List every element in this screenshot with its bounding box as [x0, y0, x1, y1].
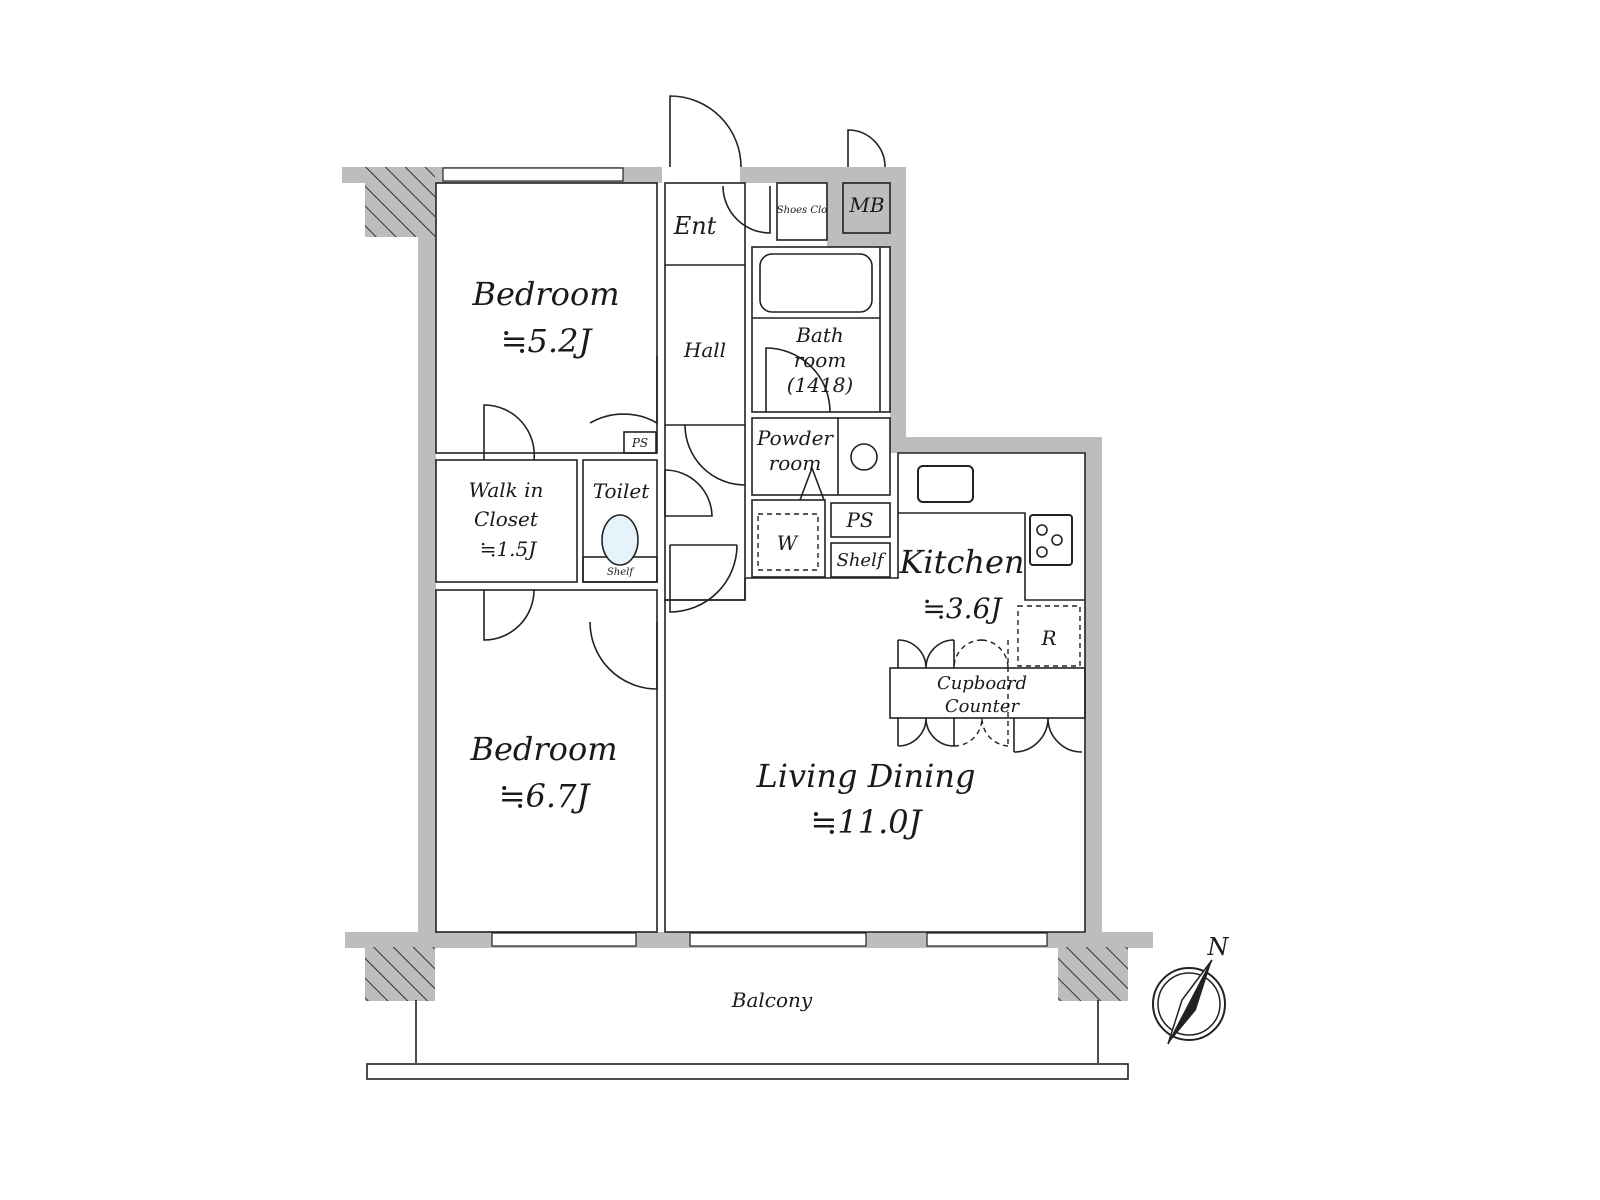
powder-room — [751, 417, 891, 496]
pipe-space-1 — [623, 431, 657, 454]
bedroom-1-area: ≒5.2J — [501, 322, 594, 360]
pipe-space-1-label: PS — [631, 436, 648, 450]
shelf-label: Shelf — [837, 550, 887, 571]
balcony-label: Balcony — [731, 988, 813, 1012]
cupboard-counter — [889, 667, 1086, 719]
balcony — [366, 1000, 1129, 1080]
pipe-space-2 — [830, 502, 891, 538]
hall-label: Hall — [683, 338, 726, 362]
fridge-space — [1017, 605, 1081, 667]
shelf — [830, 542, 891, 578]
living-dining-area: ≒11.0J — [811, 803, 924, 841]
bathtub-icon — [759, 253, 873, 313]
bedroom-2-label: Bedroom — [469, 730, 617, 768]
bedroom-1 — [435, 182, 658, 454]
bath-size: (1418) — [787, 373, 854, 397]
wic-label-2: Closet — [474, 507, 539, 531]
doors — [483, 95, 886, 690]
bath-label-1: Bath — [795, 323, 844, 347]
bath-label-2: room — [794, 348, 847, 372]
kitchen-area: ≒3.6J — [922, 592, 1003, 625]
bedroom-2-area: ≒6.7J — [499, 777, 592, 815]
powder-label-1: Powder — [756, 426, 834, 450]
toilet-shelf-label: Shelf — [607, 567, 635, 578]
toilet-icon — [601, 514, 639, 566]
kitchen-sink-icon — [917, 465, 974, 503]
shoe-closet — [776, 182, 828, 241]
stove-icon — [1029, 514, 1073, 566]
bedroom-1-label: Bedroom — [471, 275, 619, 313]
north-arrow-icon: N — [1152, 933, 1230, 1045]
living-dining-label: Living Dining — [756, 757, 976, 795]
toilet-label: Toilet — [593, 479, 650, 503]
bedroom-2 — [435, 589, 658, 933]
sink-icon — [850, 443, 878, 471]
shoe-closet-label: Shoes Clo — [777, 205, 827, 216]
entrance-label: Ent — [673, 212, 717, 240]
cupboard-label-2: Counter — [945, 696, 1021, 717]
fridge-label: R — [1040, 626, 1056, 650]
living-dining — [664, 452, 1086, 933]
walk-in-closet — [435, 459, 578, 583]
washer-label: W — [777, 531, 799, 555]
wic-label-1: Walk in — [469, 478, 544, 502]
wic-area: ≒1.5J — [480, 537, 538, 561]
cupboard-label-1: Cupboard — [937, 673, 1027, 694]
walls — [342, 167, 1153, 1001]
bathroom — [751, 246, 891, 413]
washer-space — [751, 499, 826, 578]
kitchen-label: Kitchen — [898, 543, 1024, 581]
powder-label-2: room — [769, 451, 822, 475]
north-label: N — [1207, 933, 1230, 961]
hallway — [664, 182, 746, 601]
meter-box — [842, 182, 891, 234]
pipe-space-2-label: PS — [845, 508, 873, 532]
meter-box-label: MB — [848, 193, 884, 217]
windows — [442, 167, 1048, 947]
